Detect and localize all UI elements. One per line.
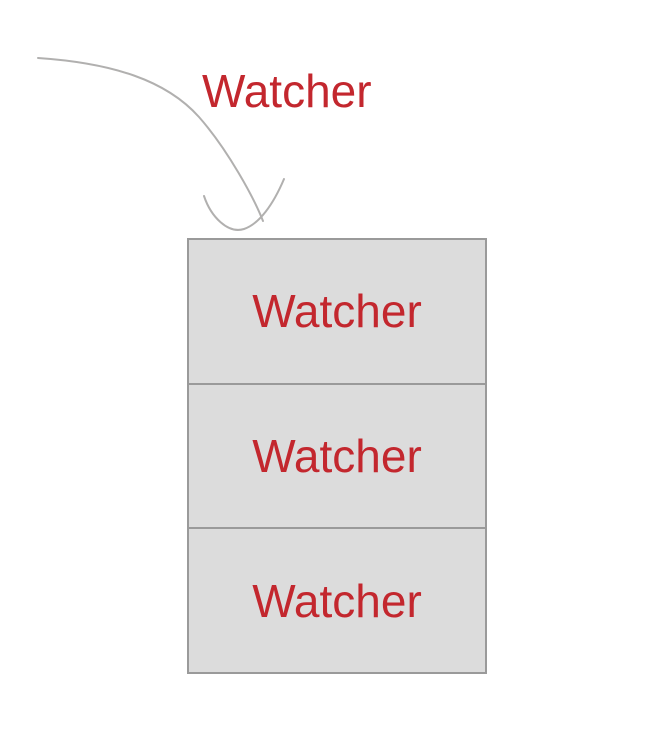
watcher-stack: Watcher Watcher Watcher — [187, 238, 487, 674]
watcher-cell-label: Watcher — [252, 285, 422, 338]
watcher-pointer-label: Watcher — [202, 65, 372, 117]
watcher-cell: Watcher — [189, 240, 485, 383]
watcher-cell: Watcher — [189, 382, 485, 528]
arrow-head-swoosh — [203, 178, 285, 231]
watcher-cell-label: Watcher — [252, 574, 422, 627]
watcher-cell-label: Watcher — [252, 430, 422, 482]
curved-pointer-arrow — [37, 57, 285, 231]
watcher-cell: Watcher — [189, 527, 485, 673]
